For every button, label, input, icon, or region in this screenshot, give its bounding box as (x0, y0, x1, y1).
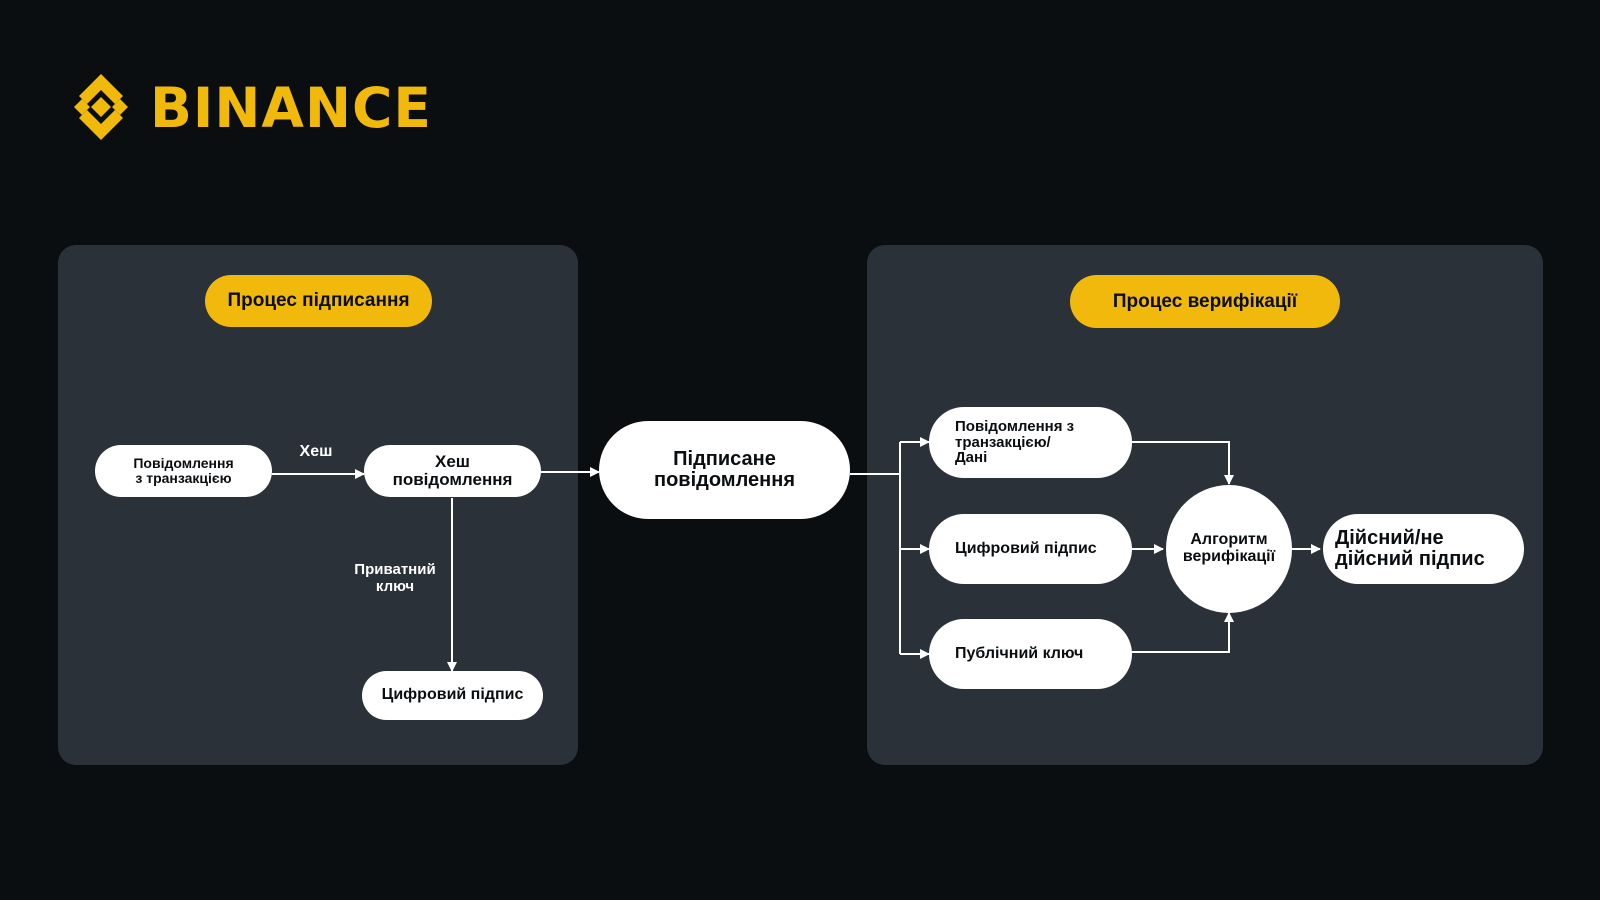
binance-diamond-icon (74, 74, 128, 140)
verify-signature-node: Цифровий підпис (929, 514, 1132, 584)
hash-node: Хеш повідомлення (364, 445, 541, 497)
verification-title: Процес верифікації (1070, 275, 1340, 328)
signature-node: Цифровий підпис (362, 671, 543, 720)
logo-text: BINANCE (150, 76, 432, 140)
private-key-label: Приватний ключ (354, 561, 436, 595)
signing-title: Процес підписання (205, 275, 432, 327)
verification-algorithm-node: Алгоритм верифікації (1166, 485, 1292, 613)
public-key-node: Публічний ключ (929, 619, 1132, 689)
arrow-data-to-algorithm (1132, 441, 1234, 485)
arrow-key-to-algorithm (1132, 612, 1234, 653)
result-node: Дійсний/не дійсний підпис (1323, 514, 1524, 584)
signed-message-node: Підписане повідомлення (599, 421, 850, 519)
message-node: Повідомлення з транзакцією (95, 445, 272, 497)
binance-logo: BINANCE (66, 72, 431, 144)
hash-label: Хеш (299, 443, 333, 460)
message-data-node: Повідомлення з транзакцією/ Дані (929, 407, 1132, 478)
